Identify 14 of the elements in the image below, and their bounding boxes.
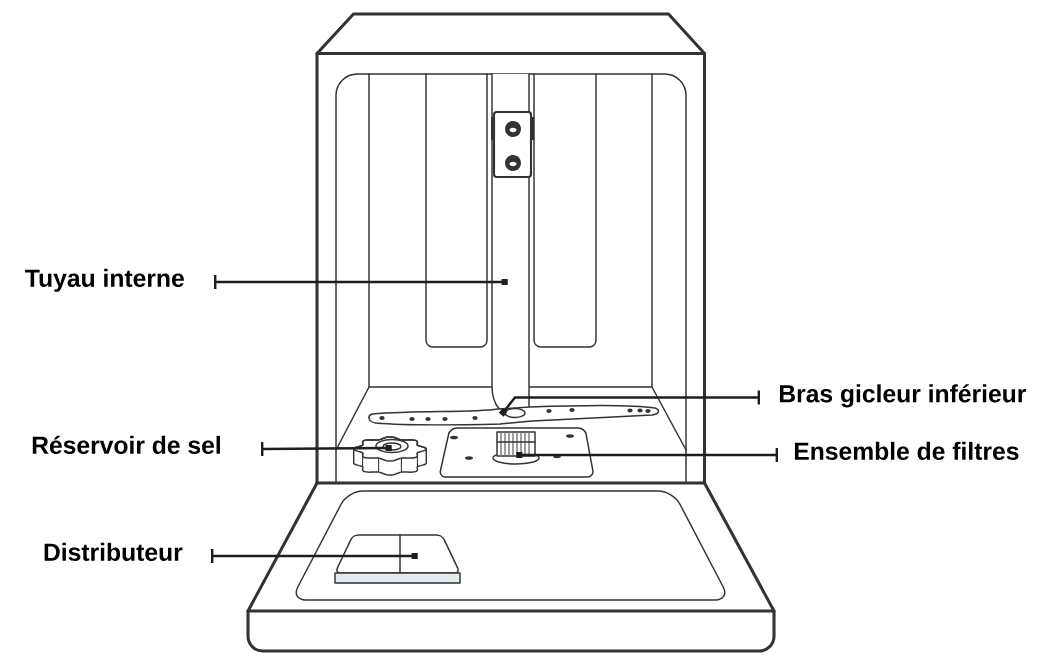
filter xyxy=(492,431,540,465)
detergent-dispenser xyxy=(334,534,461,584)
salt-reservoir-cap xyxy=(352,436,428,476)
leader-line xyxy=(516,448,778,462)
part-label: Distributeur xyxy=(44,542,183,561)
leader-line xyxy=(214,275,508,289)
part-label: Bras gicleur inférieur xyxy=(779,384,1026,408)
hose xyxy=(491,73,534,410)
part-label: Réservoir de sel xyxy=(32,435,220,454)
leader-line xyxy=(260,442,392,456)
part-label: Ensemble de filtres xyxy=(794,441,1019,460)
part-label: Tuyau interne xyxy=(25,268,184,292)
leader-line xyxy=(211,549,418,563)
spray-arm xyxy=(368,404,660,426)
